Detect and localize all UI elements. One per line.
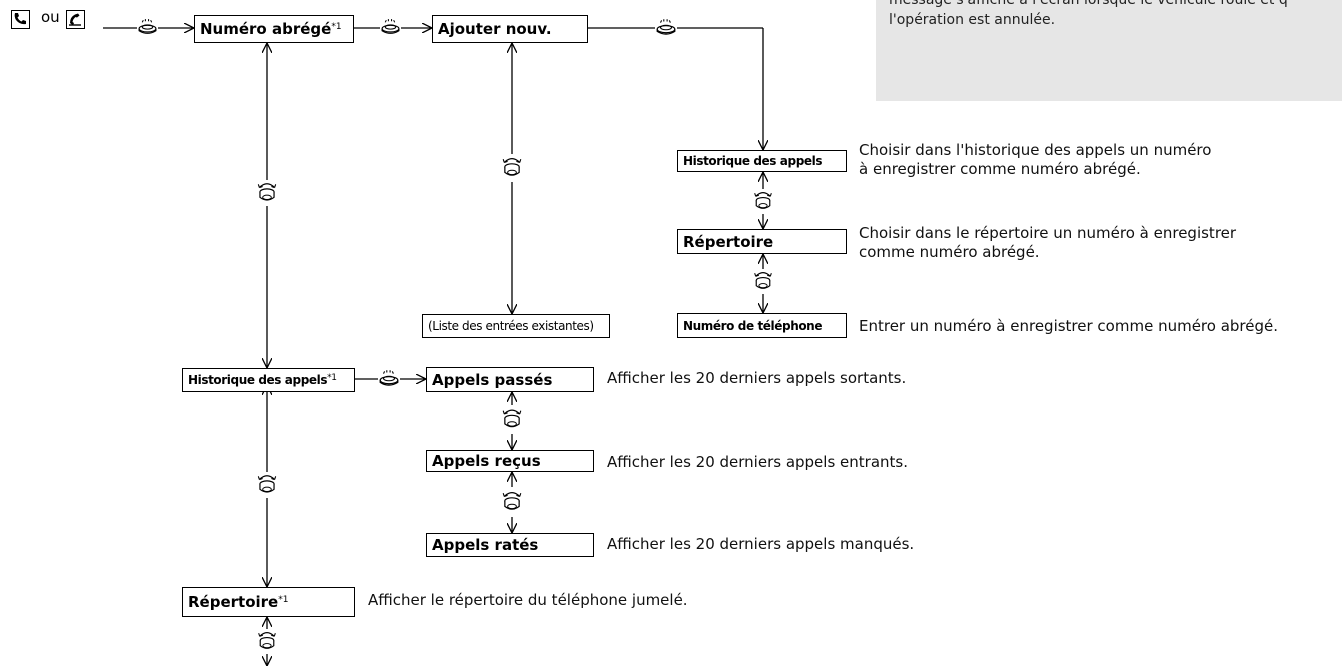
numero-abrege-label: Numéro abrégé: [200, 20, 332, 38]
historique-appels-right-label: Historique des appels: [683, 154, 823, 168]
talk-button-icon: [66, 10, 85, 29]
rotate-knob-icon: [257, 183, 277, 201]
rotate-knob-icon: [754, 192, 772, 209]
appels-recus-label: Appels reçus: [432, 452, 541, 470]
liste-entrees-box[interactable]: (Liste des entrées existantes): [422, 314, 610, 338]
ajouter-nouv-box[interactable]: Ajouter nouv.: [432, 15, 588, 43]
appels-rates-label: Appels ratés: [432, 536, 539, 554]
rotate-knob-icon: [502, 491, 522, 510]
historique-description-line-2: à enregistrer comme numéro abrégé.: [859, 160, 1141, 178]
appels-passes-label: Appels passés: [432, 370, 553, 389]
repertoire-left-box[interactable]: Répertoire*1: [182, 587, 355, 617]
appels-recus-description: Afficher les 20 derniers appels entrants…: [607, 453, 908, 471]
repertoire-description: Choisir dans le répertoire un numéro à e…: [859, 224, 1236, 262]
footnote-mark: *1: [331, 22, 342, 32]
historique-appels-left-box[interactable]: Historique des appels*1: [182, 368, 355, 392]
rotate-knob-icon: [258, 632, 276, 649]
press-knob-icon: [381, 18, 400, 34]
repertoire-right-box[interactable]: Répertoire: [677, 229, 847, 254]
rotate-knob-icon: [502, 409, 522, 428]
historique-appels-left-label: Historique des appels: [188, 373, 328, 387]
appels-passes-description: Afficher les 20 derniers appels sortants…: [607, 369, 907, 387]
numero-tel-description: Entrer un numéro à enregistrer comme num…: [859, 317, 1279, 335]
repertoire-left-description: Afficher le répertoire du téléphone jume…: [368, 591, 688, 609]
repertoire-description-line-1: Choisir dans le répertoire un numéro à e…: [859, 224, 1237, 242]
phone-icon: [11, 10, 30, 29]
note-line-2: l'opération est annulée.: [889, 12, 1056, 28]
appels-rates-description: Afficher les 20 derniers appels manqués.: [607, 535, 915, 553]
footnote-mark: *1: [327, 373, 337, 383]
note-panel: [876, 0, 1342, 101]
press-knob-icon: [138, 18, 157, 34]
ajouter-nouv-label: Ajouter nouv.: [438, 20, 552, 38]
repertoire-left-label: Répertoire: [188, 593, 279, 611]
note-text: message s'affiche à l'écran lorsque le v…: [889, 0, 1339, 30]
historique-appels-right-box[interactable]: Historique des appels: [677, 150, 847, 172]
ou-label: ou: [41, 8, 60, 26]
rotate-knob-icon: [502, 158, 522, 176]
note-line-1: message s'affiche à l'écran lorsque le v…: [889, 0, 1288, 8]
historique-description-line-1: Choisir dans l'historique des appels un …: [859, 141, 1212, 159]
numero-abrege-box[interactable]: Numéro abrégé*1: [194, 15, 354, 43]
rotate-knob-icon: [257, 475, 277, 493]
appels-passes-box[interactable]: Appels passés: [426, 367, 594, 392]
liste-entrees-label: (Liste des entrées existantes): [428, 319, 594, 333]
appels-recus-box[interactable]: Appels reçus: [426, 450, 594, 472]
appels-rates-box[interactable]: Appels ratés: [426, 533, 594, 557]
repertoire-description-line-2: comme numéro abrégé.: [859, 243, 1040, 261]
press-knob-icon: [656, 18, 676, 35]
press-knob-icon: [379, 369, 399, 386]
footnote-mark: *1: [278, 595, 289, 605]
numero-telephone-box[interactable]: Numéro de téléphone: [677, 313, 847, 338]
numero-telephone-label: Numéro de téléphone: [683, 318, 823, 333]
historique-description: Choisir dans l'historique des appels un …: [859, 141, 1211, 179]
rotate-knob-icon: [754, 272, 772, 289]
repertoire-right-label: Répertoire: [683, 232, 774, 251]
